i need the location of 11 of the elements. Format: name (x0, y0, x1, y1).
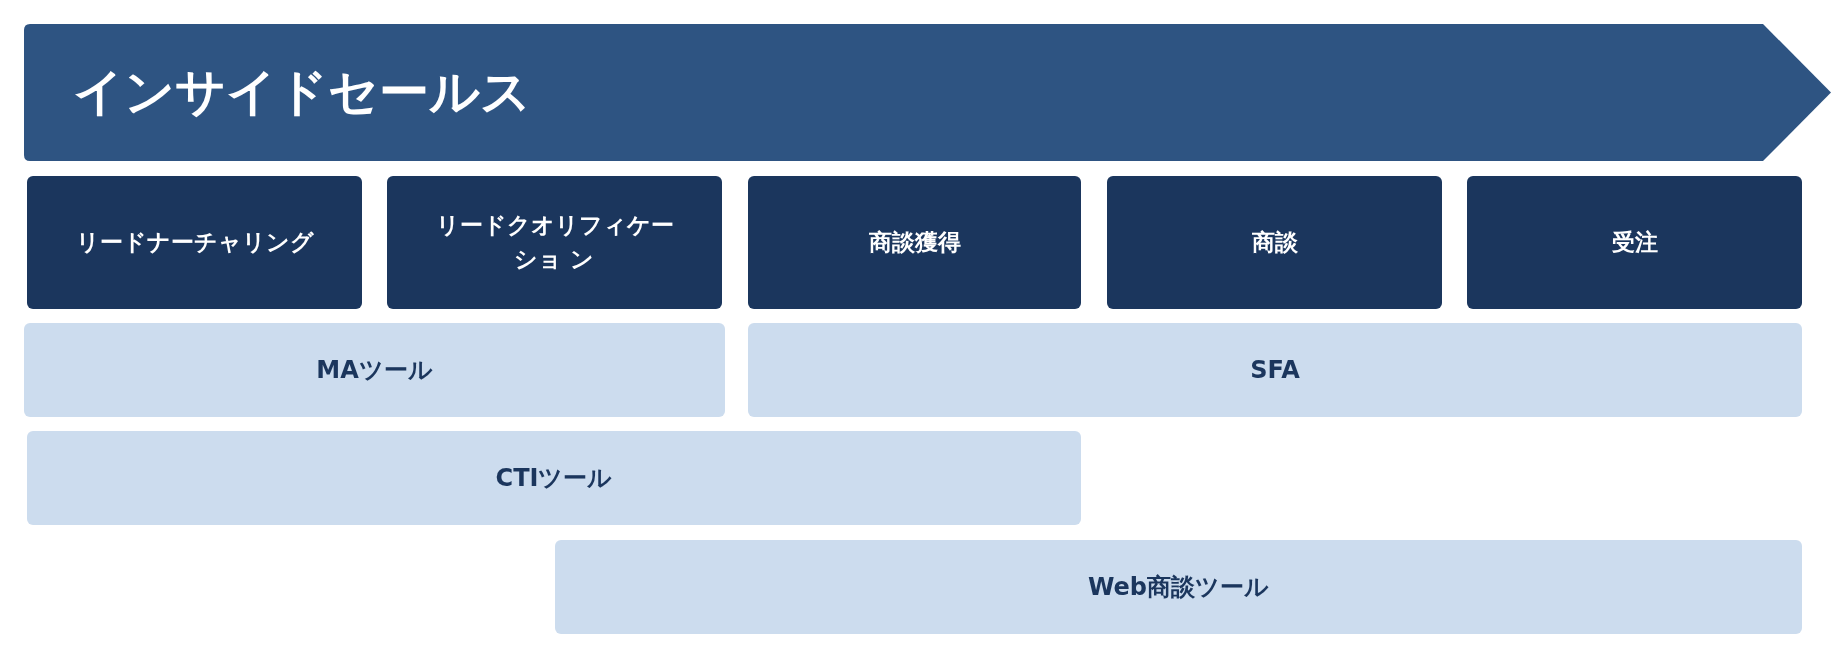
arrow-band (24, 24, 1831, 161)
tool-bar: MAツール (24, 323, 725, 417)
stage-box: 商談獲得 (748, 176, 1081, 309)
tool-bar: Web商談ツール (555, 540, 1802, 634)
stage-box: 商談 (1107, 176, 1442, 309)
stage-box: リードナーチャリング (27, 176, 362, 309)
stage-box: リードクオリフィケーショ ン (387, 176, 722, 309)
band-title: インサイドセールス (73, 62, 531, 123)
stage-box: 受注 (1467, 176, 1802, 309)
tool-bar: CTIツール (27, 431, 1081, 525)
tool-bar: SFA (748, 323, 1802, 417)
